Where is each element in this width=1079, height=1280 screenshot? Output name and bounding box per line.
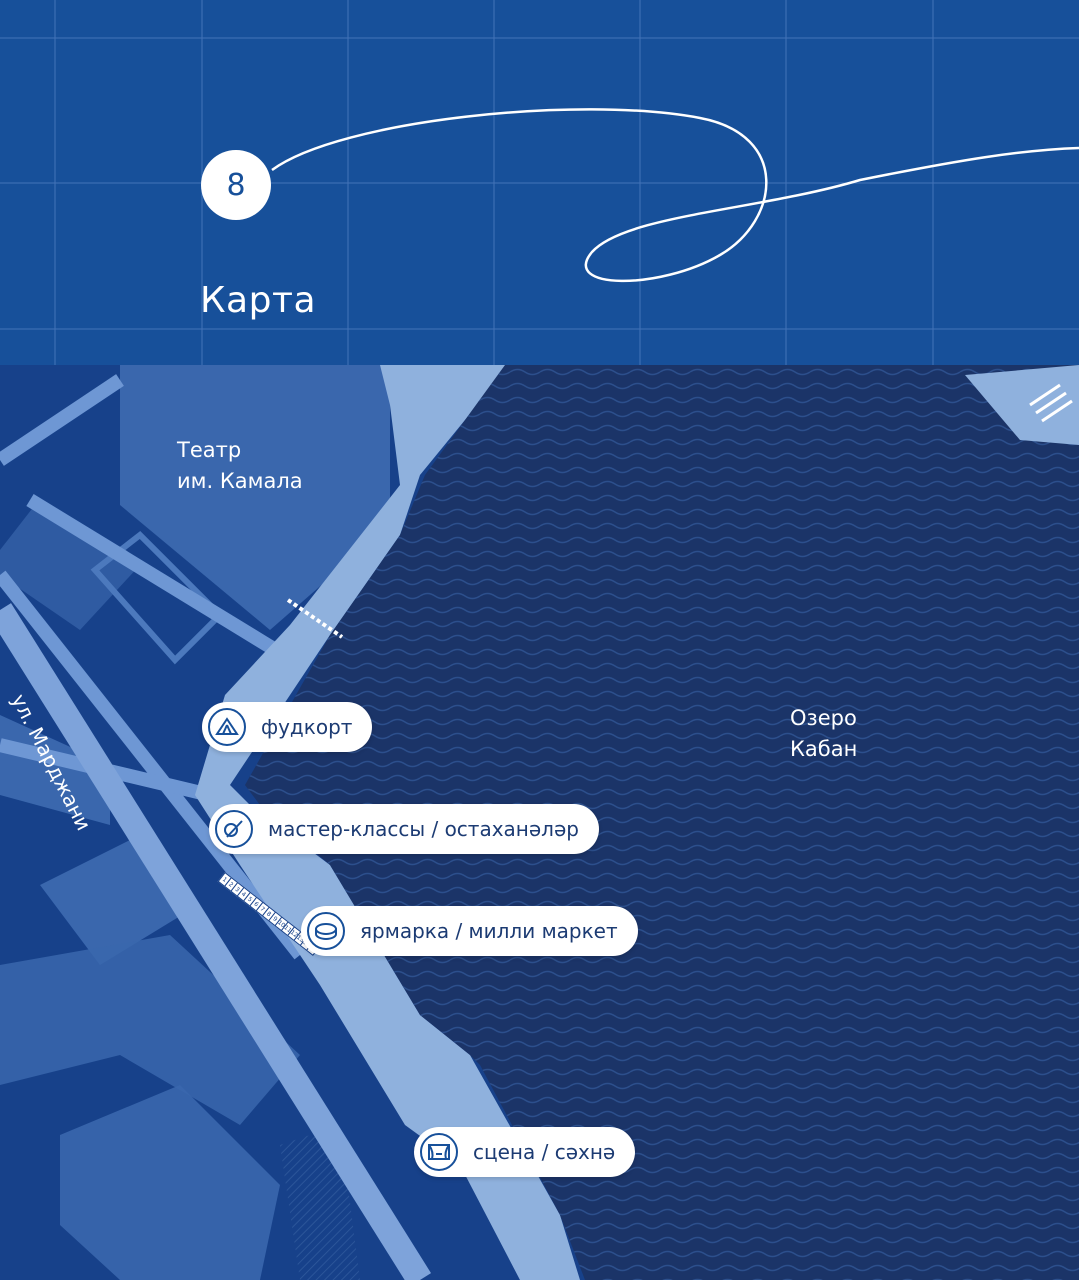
footbridge [286,598,344,639]
lake-label-line2: Кабан [790,737,858,761]
pill-label: ярмарка / милли маркет [360,919,618,943]
lake-label: Озеро Кабан [790,703,857,765]
theatre-label-line1: Театр [177,438,242,462]
theatre-building [120,365,390,630]
lake-label-line1: Озеро [790,706,857,730]
theatre-label: Театр им. Камала [177,435,303,497]
stage-icon [420,1133,458,1171]
tent-icon [208,708,246,746]
coin-icon [307,912,345,950]
page-number-badge: 8 [201,150,271,220]
city-block [0,935,300,1125]
page-number: 8 [226,167,246,203]
pier [965,365,1079,445]
craft-icon [215,810,253,848]
pill-workshops[interactable]: мастер-классы / остаханәләр [209,804,599,854]
city-block [60,1085,280,1280]
road [26,494,304,671]
pill-label: мастер-классы / остаханәләр [268,817,579,841]
pill-foodcourt[interactable]: фудкорт [202,702,373,752]
map: Театр им. Камала Озеро Кабан [0,365,1079,1280]
city-block [0,715,110,825]
decorative-line [271,108,1079,283]
pill-label: фудкорт [261,715,353,739]
header-banner: 8 Карта [0,0,1079,365]
pill-fair[interactable]: ярмарка / милли маркет [301,906,638,956]
road [0,374,124,466]
map-canvas [0,365,1079,1280]
marjani-street [0,603,432,1280]
theatre-label-line2: им. Камала [177,469,303,493]
page-title: Карта [200,280,317,321]
pill-stage[interactable]: сцена / сәхнә [414,1127,636,1177]
pill-label: сцена / сәхнә [473,1140,616,1164]
city-block [0,505,140,630]
header-grid [0,0,1079,365]
